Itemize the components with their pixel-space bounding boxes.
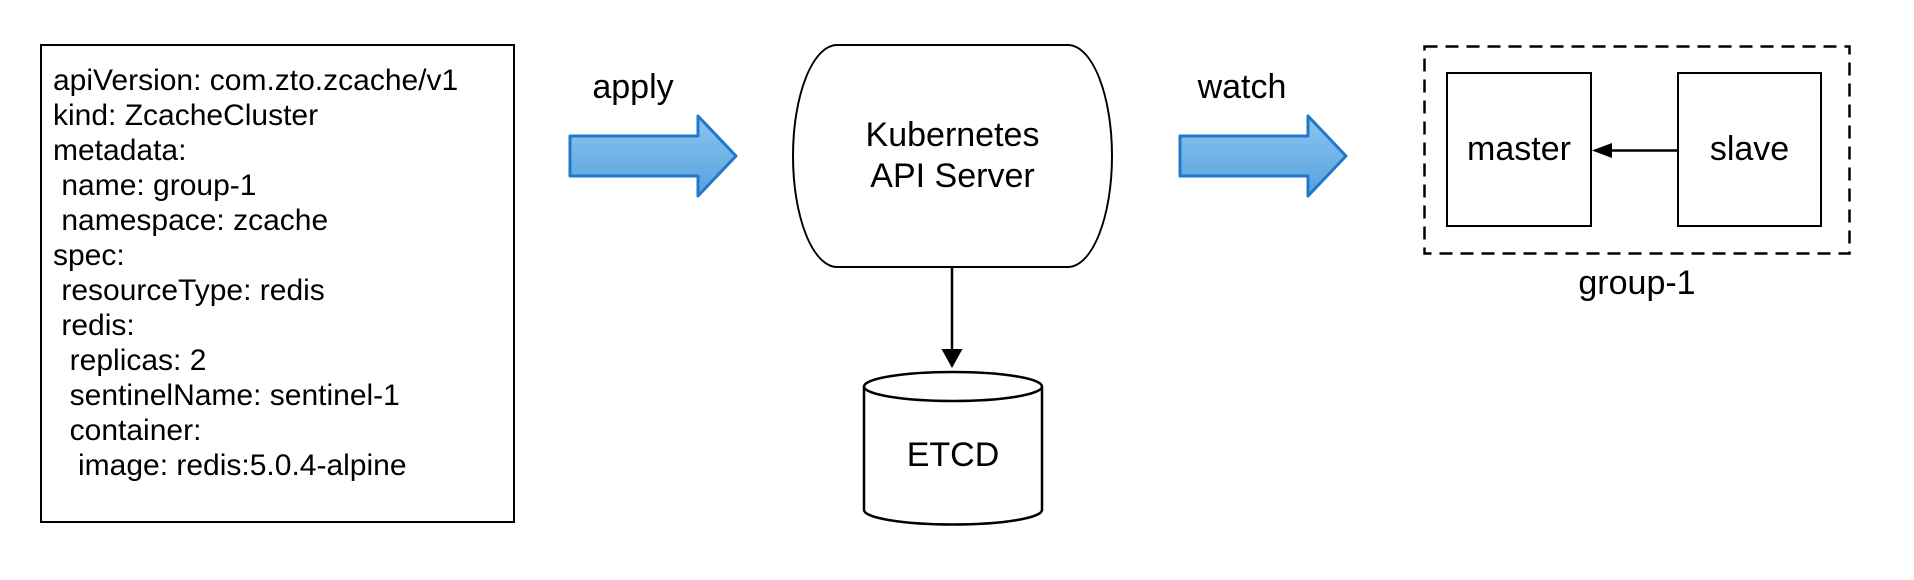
apply-arrow-icon: [568, 114, 738, 198]
group-caption: group-1: [1578, 264, 1696, 302]
yaml-line-replicas: replicas: 2: [53, 344, 207, 377]
slave-label: slave: [1709, 130, 1790, 168]
yaml-line-metadata: metadata:: [53, 134, 187, 167]
yaml-manifest-box: apiVersion: com.zto.zcache/v1 kind: Zcac…: [40, 44, 515, 523]
api-server-label-line2: API Server: [870, 157, 1035, 195]
group-box: master slave: [1423, 45, 1851, 255]
yaml-line-spec: spec:: [53, 239, 125, 272]
yaml-line-redis: redis:: [53, 309, 135, 342]
slave-node: slave: [1677, 72, 1822, 227]
yaml-line-namespace: namespace: zcache: [53, 204, 329, 237]
yaml-line-sentinelname: sentinelName: sentinel-1: [53, 379, 400, 412]
yaml-line-image: image: redis:5.0.4-alpine: [53, 449, 407, 482]
group-dashed-frame: [1423, 45, 1851, 255]
api-server-label-line1: Kubernetes: [865, 116, 1040, 154]
apply-label: apply: [592, 68, 674, 106]
watch-label: watch: [1197, 68, 1287, 106]
yaml-line-name: name: group-1: [53, 169, 257, 202]
etcd-label: ETCD: [906, 436, 1000, 474]
watch-arrow-icon: [1178, 114, 1348, 198]
master-node: master: [1446, 72, 1592, 227]
etcd-cylinder: ETCD: [862, 370, 1044, 527]
api-to-etcd-arrow: [941, 267, 963, 368]
slave-to-master-arrow: [1592, 143, 1678, 158]
yaml-line-resourcetype: resourceType: redis: [53, 274, 325, 307]
master-label: master: [1467, 130, 1571, 168]
kubernetes-api-server-node: Kubernetes API Server: [792, 44, 1113, 268]
yaml-line-kind: kind: ZcacheCluster: [53, 99, 319, 132]
cylinder-shape: [862, 370, 1044, 526]
yaml-line-apiversion: apiVersion: com.zto.zcache/v1: [53, 64, 459, 97]
yaml-line-container: container:: [53, 414, 202, 447]
